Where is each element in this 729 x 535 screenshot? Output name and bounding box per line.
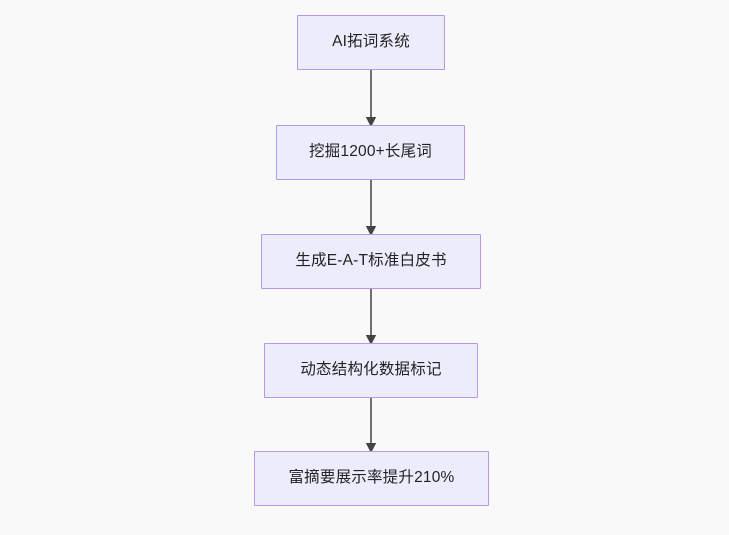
flow-node-longtail-mining[interactable]: 挖掘1200+长尾词 [276, 125, 465, 180]
flow-node-eat-whitepaper[interactable]: 生成E-A-T标准白皮书 [261, 234, 481, 289]
flow-node-rich-snippet-uplift[interactable]: 富摘要展示率提升210% [254, 451, 489, 506]
flow-node-label: 挖掘1200+长尾词 [308, 143, 433, 161]
flow-node-label: 动态结构化数据标记 [300, 361, 442, 379]
flow-node-ai-keyword-system[interactable]: AI拓词系统 [297, 15, 445, 70]
flow-edge-n4-n5 [364, 398, 378, 458]
flow-node-label: 富摘要展示率提升210% [288, 469, 455, 487]
flow-edge-n1-n2 [364, 70, 378, 130]
flow-edge-n2-n3 [364, 180, 378, 240]
flow-node-label: 生成E-A-T标准白皮书 [295, 252, 447, 270]
flow-node-label: AI拓词系统 [332, 33, 410, 51]
flow-node-structured-data-markup[interactable]: 动态结构化数据标记 [264, 343, 478, 398]
flow-edge-n3-n4 [364, 289, 378, 349]
